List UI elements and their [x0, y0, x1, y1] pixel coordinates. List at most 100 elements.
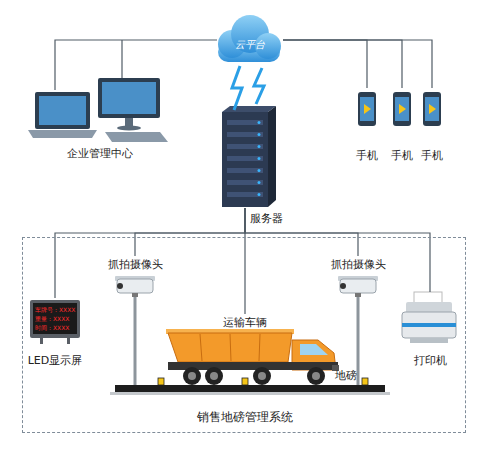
truck-wheel	[205, 367, 223, 385]
node-label: 云平台	[217, 38, 283, 51]
phone: 手机	[417, 88, 447, 158]
monitor-foot	[117, 126, 141, 131]
node-label: 手机	[377, 149, 427, 162]
weighbridge-post	[158, 378, 164, 385]
phone-screen	[395, 97, 409, 121]
truck-wheel	[307, 367, 325, 385]
transport-truck: 运输车辆	[165, 314, 325, 386]
server-body	[222, 112, 268, 207]
node-label: 地磅	[330, 369, 362, 382]
ground	[110, 392, 390, 395]
node-label: 手机	[407, 149, 457, 162]
connector-line	[135, 208, 245, 256]
connector-line	[283, 40, 402, 88]
connector-line	[283, 40, 367, 88]
camera-pole	[134, 294, 137, 388]
node-label: 销售地磅管理系统	[23, 410, 467, 425]
capture-camera: 抓拍摄像头	[100, 256, 170, 300]
printer: 打印机	[398, 292, 462, 368]
server-light	[258, 157, 261, 160]
led-readout: 重量：XXXX	[35, 315, 69, 322]
keyboard	[105, 132, 168, 142]
node-label: 抓拍摄像头	[100, 258, 170, 271]
led-frame	[30, 300, 80, 338]
camera-mount	[132, 293, 138, 297]
connector-line	[245, 208, 430, 292]
management-center: 企业管理中心	[25, 90, 175, 158]
phone-icon	[399, 104, 406, 114]
printer-body	[402, 312, 456, 338]
truck-wheel	[253, 367, 271, 385]
printer-stripe	[402, 323, 456, 327]
connector-line	[245, 208, 358, 256]
connector-line	[55, 208, 245, 298]
dump-rib	[230, 334, 231, 361]
monitor-display	[102, 82, 156, 114]
wheel-hub	[188, 372, 196, 380]
cloud-platform: 云平台	[217, 14, 283, 66]
server-slot	[227, 156, 263, 161]
led-leg	[40, 338, 43, 344]
node-label: 服务器	[250, 212, 290, 225]
phone-screen	[360, 97, 374, 121]
camera-housing	[117, 279, 153, 293]
phone-screen	[425, 97, 439, 121]
led-leg	[67, 338, 70, 344]
phone-body	[358, 92, 376, 126]
phone-body	[393, 92, 411, 126]
server-top	[222, 106, 276, 112]
monitor	[98, 78, 160, 118]
wheel-hub	[258, 372, 266, 380]
phone: 手机	[352, 88, 382, 158]
phone-body	[423, 92, 441, 126]
server-slot	[227, 132, 263, 137]
server-slot	[227, 192, 263, 197]
dump-body	[168, 333, 292, 362]
camera-housing	[340, 279, 376, 293]
weighbridge-platform	[115, 385, 385, 392]
system-boundary: LED显示屏抓拍摄像头运输车辆抓拍摄像头打印机地磅销售地磅管理系统	[22, 237, 466, 433]
server-slot	[227, 180, 263, 185]
cab-window	[300, 344, 328, 355]
laptop-base	[28, 130, 97, 138]
led-screen	[33, 303, 77, 334]
laptop-display	[39, 96, 86, 125]
weighbridge-post	[362, 378, 368, 385]
weighbridge: 地磅	[330, 368, 362, 383]
wire	[121, 40, 122, 78]
led-readout: 时间：XXXX	[35, 324, 69, 331]
node-label: 企业管理中心	[25, 147, 175, 160]
dump-rib	[259, 334, 260, 361]
node-label: 运输车辆	[165, 316, 325, 329]
server-slot	[227, 168, 263, 173]
node-label: 抓拍摄像头	[322, 258, 394, 271]
printer-tray	[410, 338, 448, 343]
node-label: 打印机	[398, 354, 462, 367]
server-slot	[227, 120, 263, 125]
lightning-bolt	[254, 68, 264, 104]
camera-lens	[117, 283, 123, 289]
camera-mount	[355, 293, 361, 297]
server-light	[258, 133, 261, 136]
camera-lens	[340, 283, 346, 289]
server-light	[258, 193, 261, 196]
node-label: LED显示屏	[15, 354, 95, 367]
wheel-hub	[312, 372, 320, 380]
connector-line	[55, 40, 217, 90]
truck-wheel	[183, 367, 201, 385]
phone-icon	[429, 104, 436, 114]
phone-icon	[364, 104, 371, 114]
wireless-link	[232, 66, 242, 110]
dump-rib	[200, 334, 202, 361]
phone: 手机	[387, 88, 417, 158]
server-light	[258, 121, 261, 124]
weighbridge-post	[242, 378, 248, 385]
server-light	[258, 181, 261, 184]
node-label: 手机	[342, 149, 392, 162]
wheel-hub	[210, 372, 218, 380]
capture-camera: 抓拍摄像头	[322, 256, 394, 300]
